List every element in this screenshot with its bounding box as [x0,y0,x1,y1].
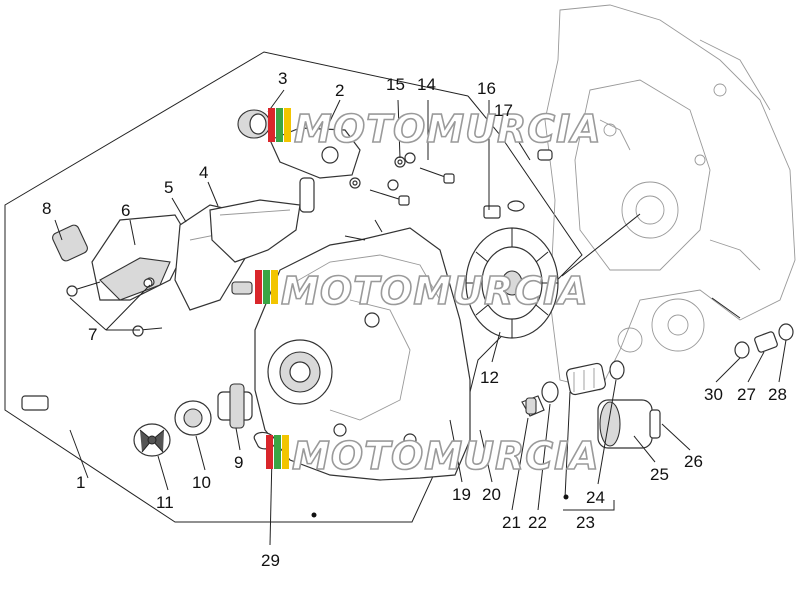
pump-housing-part [254,219,471,481]
callout-9: 9 [234,453,243,472]
thermostat-housing-part [269,127,361,213]
callout-15: 15 [386,75,405,94]
crankcase-background [544,4,796,391]
callout-21: 21 [502,513,521,532]
callout-10: 10 [192,473,211,492]
callout-22: 22 [528,513,547,532]
watermark-text-top: MOTOMURCIA [294,107,602,151]
fasteners-16-17 [483,149,553,219]
callout-26: 26 [684,452,703,471]
callout-12: 12 [480,368,499,387]
callout-17: 17 [494,101,513,120]
callout-6: 6 [121,201,130,220]
reference-dot-2 [563,494,569,500]
fan-wheel-part [465,227,559,339]
cover-part-6 [91,214,191,301]
callout-29: 29 [261,551,280,570]
callout-2: 2 [335,81,344,100]
callout-28: 28 [768,385,787,404]
solenoid-part-25 [597,399,661,449]
watermark-middle: MOTOMURCIA [255,268,589,314]
watermark-text-middle: MOTOMURCIA [281,269,589,313]
oring-part-24 [609,360,625,380]
callout-11: 11 [156,493,174,512]
callout-27: 27 [737,385,756,404]
callout-3: 3 [278,69,287,88]
seal-ring-part [237,109,271,139]
shaft-part-9 [217,383,253,429]
sensor-parts-27-28-30 [734,323,794,359]
callout-24: 24 [586,488,605,507]
callout-16: 16 [477,79,496,98]
callout-19: 19 [452,485,471,504]
cover-part-4 [209,199,301,263]
callout-8: 8 [42,199,51,218]
reference-dot-1 [311,512,317,518]
callout-14: 14 [417,75,436,94]
hose-part [18,224,88,411]
callouts: 3 2 15 14 16 17 4 5 6 8 7 12 1 11 10 9 2… [42,69,787,570]
seal-part-10 [174,400,212,436]
oring-part-22 [541,381,559,403]
callout-5: 5 [164,178,173,197]
watermark-top: MOTOMURCIA [268,106,602,152]
callout-30: 30 [704,385,723,404]
watermark-bottom: MOTOMURCIA [266,433,600,479]
callout-7: 7 [88,325,97,344]
callout-25: 25 [650,465,669,484]
plug-part-21 [521,395,545,417]
callout-1: 1 [76,473,85,492]
callout-4: 4 [199,163,208,182]
bolts-part-7 [66,278,163,337]
screws-15-14 [349,152,455,206]
leader-lines [54,89,787,546]
filter-part-23 [566,362,606,396]
impeller-part-11 [133,423,171,457]
callout-20: 20 [482,485,501,504]
callout-23: 23 [576,513,595,532]
watermark-text-bottom: MOTOMURCIA [292,434,600,478]
